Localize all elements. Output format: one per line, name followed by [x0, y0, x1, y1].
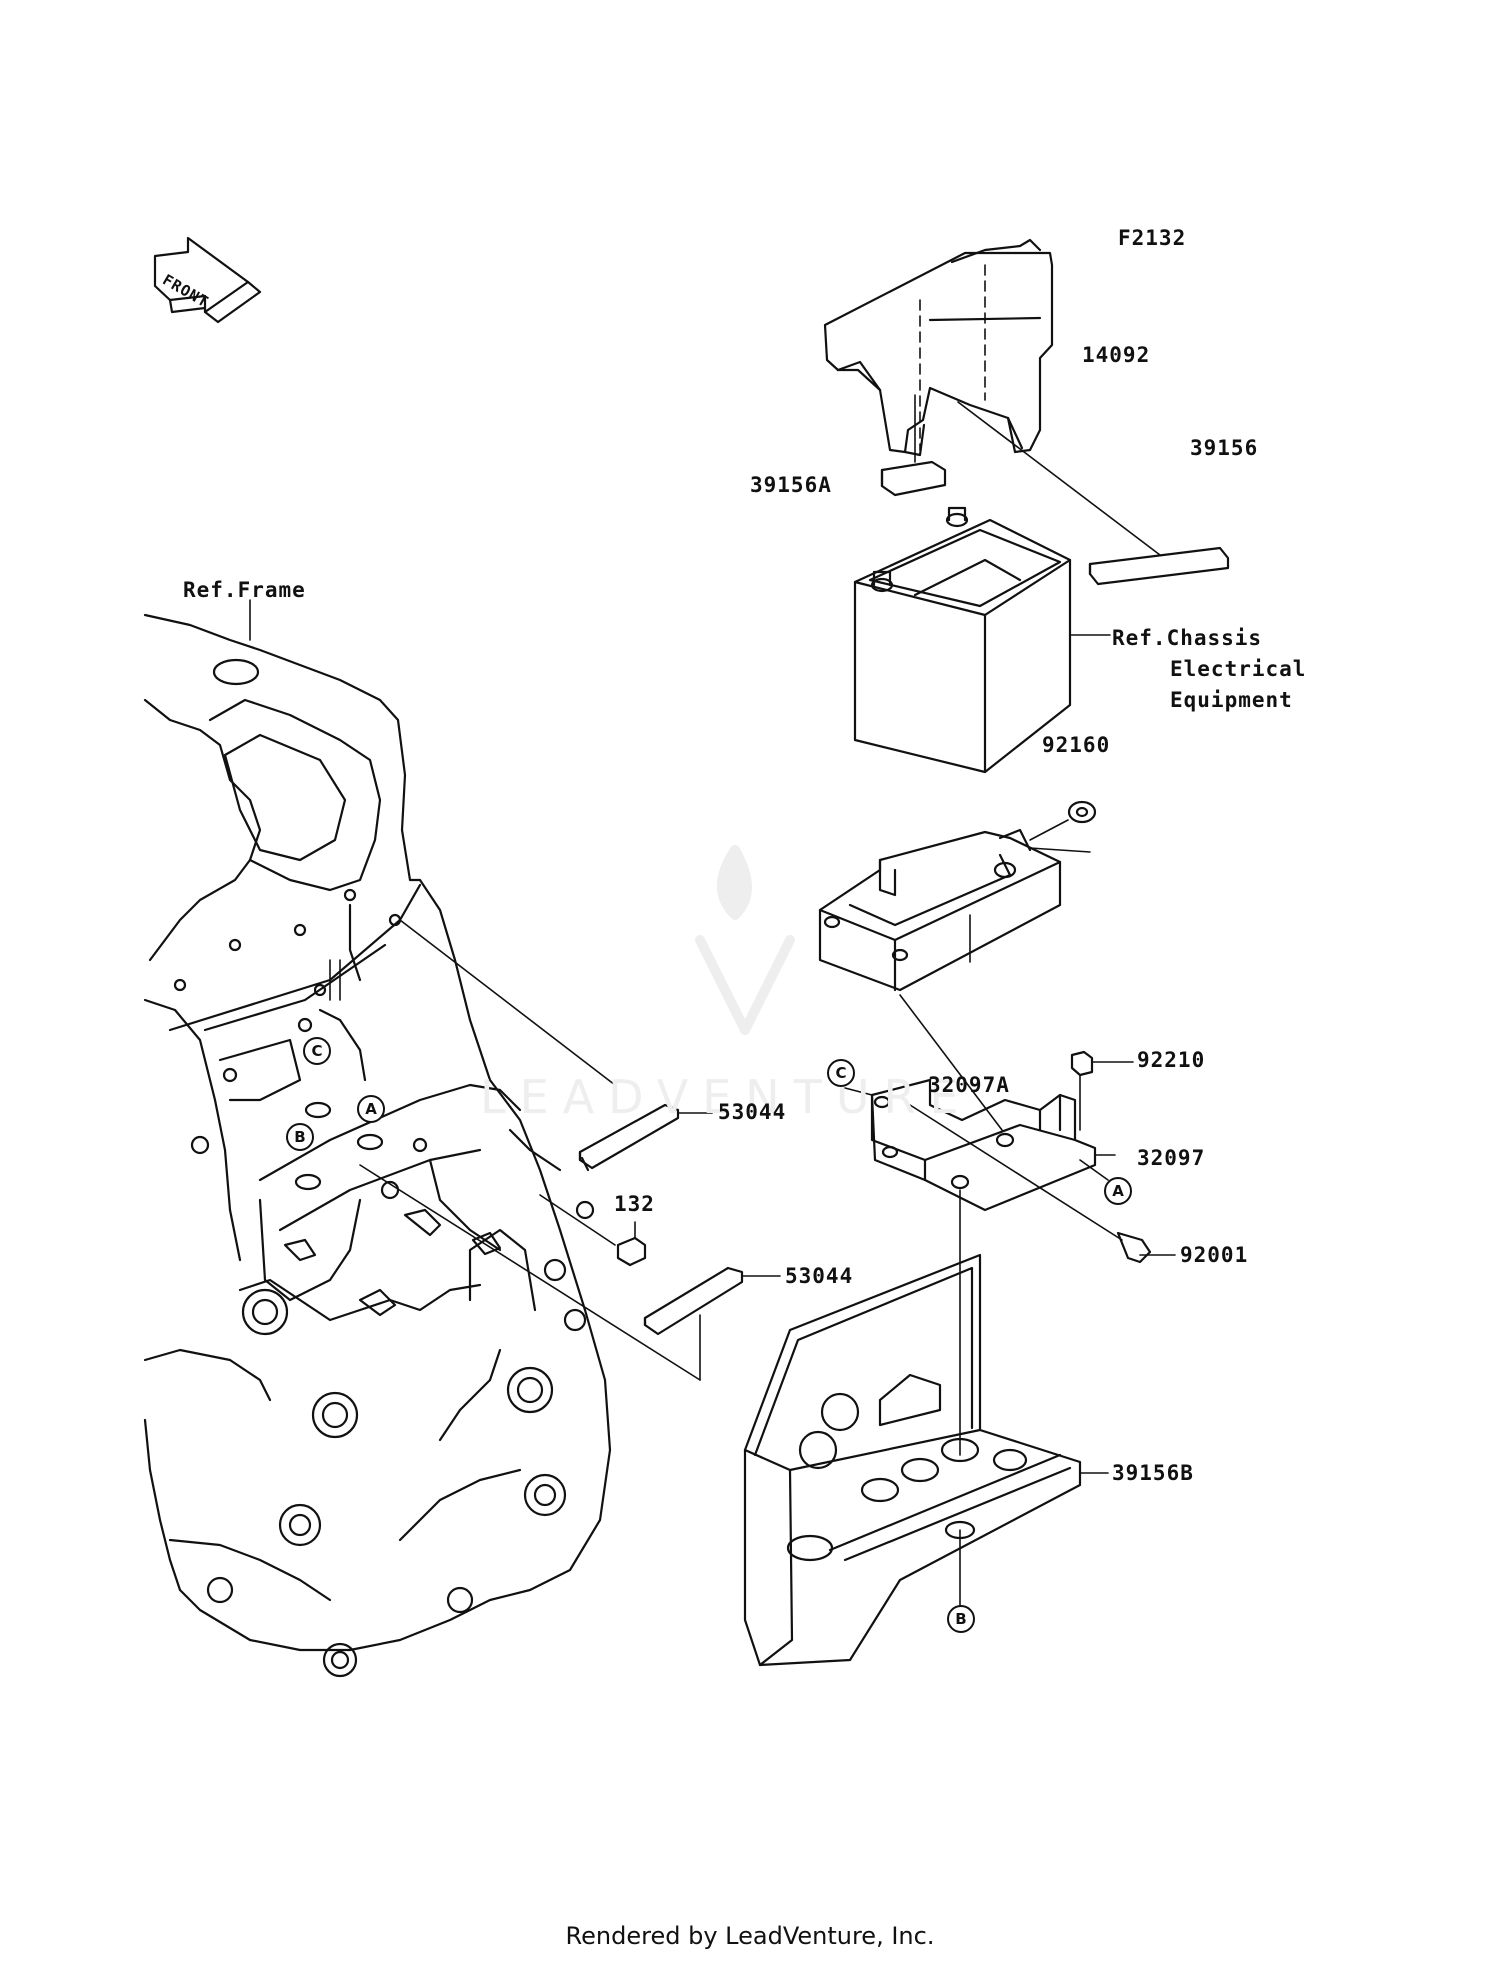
part-132-label[interactable]: 132 [614, 1192, 655, 1216]
part-32097-label[interactable]: 32097 [1137, 1146, 1206, 1170]
part-14092-label[interactable]: 14092 [1082, 343, 1151, 367]
part-53044-bottom-label[interactable]: 53044 [785, 1264, 854, 1288]
pad-39156a-shape [880, 394, 947, 497]
part-39156a-label[interactable]: 39156A [750, 473, 832, 497]
part-32097a-label[interactable]: 32097A [928, 1073, 1010, 1097]
strip-53044-bottom-shape [359, 1164, 781, 1381]
part-39156b-label[interactable]: 39156B [1112, 1461, 1194, 1485]
footer-credit: Rendered by LeadVenture, Inc. [565, 1922, 935, 1950]
strip-53044-top-shape [399, 919, 713, 1172]
frame-shape [143, 599, 612, 1678]
ref-frame-label: Ref.Frame [183, 578, 306, 602]
marker-b-cover: B [947, 1605, 975, 1633]
part-92001-label[interactable]: 92001 [1180, 1243, 1249, 1267]
bolt-92001-shape [909, 1104, 1176, 1264]
clip-92210-shape [1070, 1050, 1134, 1131]
marker-b-frame: B [286, 1123, 314, 1151]
marker-c-bracket: C [827, 1059, 855, 1087]
marker-c-frame: C [303, 1037, 331, 1065]
ref-chassis-line3: Equipment [1170, 688, 1293, 712]
front-arrow-icon [153, 236, 262, 324]
part-53044-top-label[interactable]: 53044 [718, 1100, 787, 1124]
figure-code: F2132 [1118, 226, 1187, 250]
battery-case-shape [818, 828, 1091, 992]
part-92160-label[interactable]: 92160 [1042, 733, 1111, 757]
part-39156-label[interactable]: 39156 [1190, 436, 1259, 460]
bracket-32097-shape [844, 994, 1116, 1212]
ref-chassis-line1: Ref.Chassis [1112, 626, 1263, 650]
battery-shape [853, 506, 1111, 774]
washer-92160-shape [1029, 800, 1097, 841]
part-92210-label[interactable]: 92210 [1137, 1048, 1206, 1072]
pad-39156-shape [957, 401, 1230, 586]
watermark-text: LEADVENTURE [480, 1070, 973, 1124]
watermark-logo-icon [695, 845, 795, 1035]
ref-chassis-line2: Electrical [1170, 657, 1307, 681]
marker-a-bracket: A [1104, 1177, 1132, 1205]
bolt-132-shape [539, 1194, 647, 1267]
side-cover-shape [823, 238, 1054, 457]
cover-39156b-shape [743, 1189, 1109, 1667]
marker-a-frame: A [357, 1095, 385, 1123]
